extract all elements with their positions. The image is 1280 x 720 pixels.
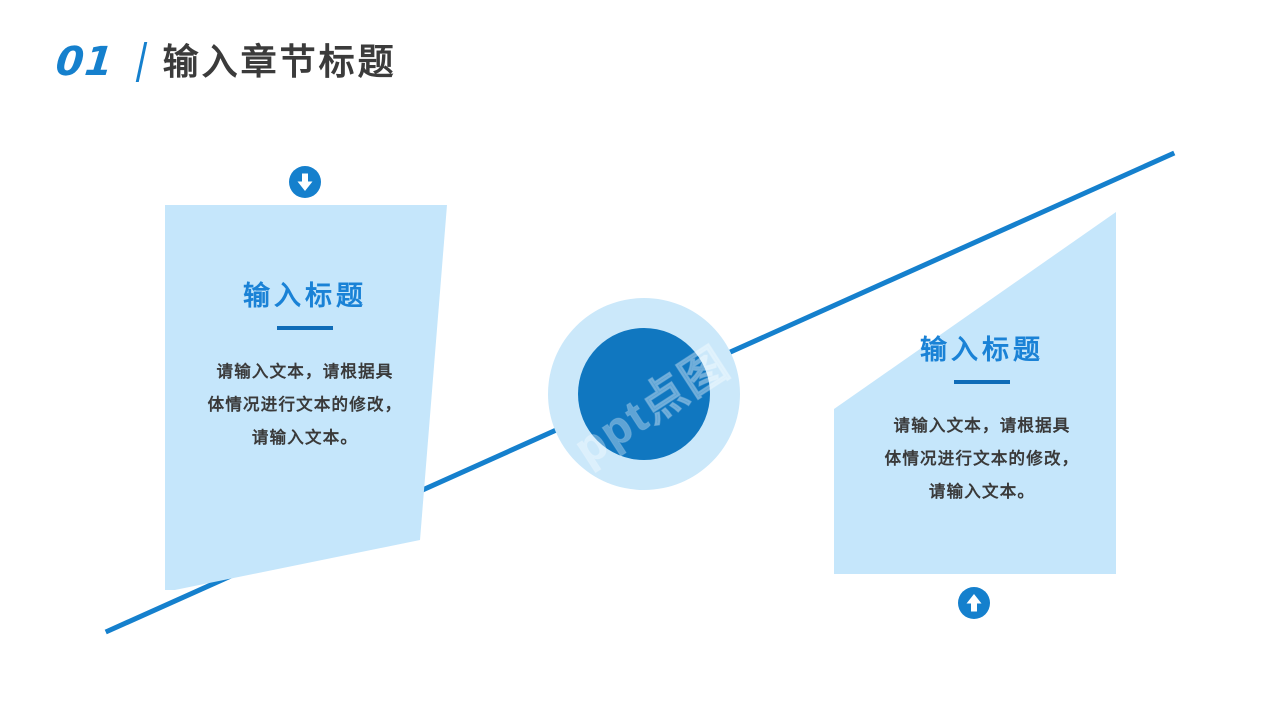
center-circle-inner-dot [578, 328, 710, 460]
card-left-title-rule [277, 325, 333, 330]
content-card-left[interactable]: 输入标题 请输入文本，请根据具 体情况进行文本的修改， 请输入文本。 [160, 200, 460, 590]
card-right-body-line: 请输入文本，请根据具 [893, 416, 1071, 435]
card-right-title: 输入标题 [920, 335, 1044, 365]
card-left-title: 输入标题 [243, 281, 367, 311]
card-left-content: 输入标题 请输入文本，请根据具 体情况进行文本的修改， 请输入文本。 [166, 281, 444, 455]
card-right-title-rule [954, 379, 1010, 384]
section-number: 01 [53, 39, 117, 85]
header-separator-icon [135, 42, 147, 82]
center-circle-node[interactable] [548, 298, 740, 490]
card-left-body-line: 请输入文本，请根据具 [216, 362, 394, 381]
card-right-content: 输入标题 请输入文本，请根据具 体情况进行文本的修改， 请输入文本。 [846, 335, 1118, 509]
card-left-shape [165, 205, 447, 590]
slide-header: 01 输入章节标题 [53, 34, 397, 90]
arrow-up-circle-icon[interactable] [958, 587, 990, 619]
page-title: 输入章节标题 [162, 41, 397, 82]
card-left-body-line: 体情况进行文本的修改， [207, 395, 403, 414]
card-right-body-line: 体情况进行文本的修改， [884, 449, 1080, 468]
content-card-right[interactable]: 输入标题 请输入文本，请根据具 体情况进行文本的修改， 请输入文本。 [828, 196, 1128, 581]
card-left-body: 请输入文本，请根据具 体情况进行文本的修改， 请输入文本。 [166, 356, 444, 455]
card-left-body-line: 请输入文本。 [251, 428, 359, 447]
card-right-body-line: 请输入文本。 [928, 482, 1036, 501]
arrow-down-circle-icon[interactable] [289, 166, 321, 198]
card-right-shape [834, 212, 1116, 574]
card-right-body: 请输入文本，请根据具 体情况进行文本的修改， 请输入文本。 [846, 410, 1118, 509]
